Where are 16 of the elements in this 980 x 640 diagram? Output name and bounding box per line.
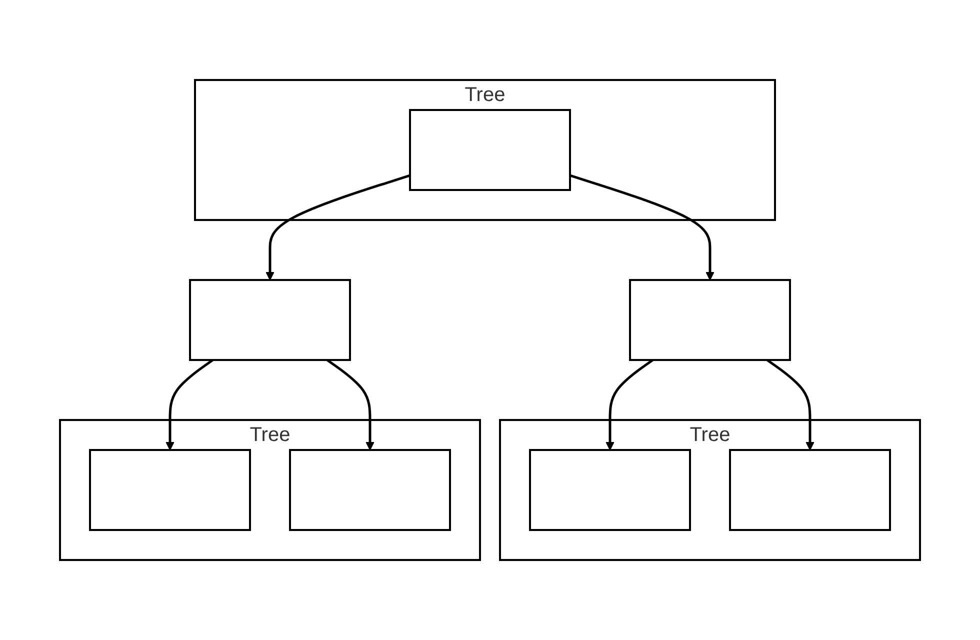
arrow	[606, 358, 654, 450]
cluster: Tree	[59, 419, 481, 561]
node-box	[89, 449, 251, 531]
node-box	[529, 449, 691, 531]
cluster: Tree	[499, 419, 921, 561]
arrow	[326, 358, 374, 450]
arrow	[766, 358, 814, 450]
node-box	[409, 109, 571, 191]
node-box	[289, 449, 451, 531]
arrow	[570, 174, 714, 280]
node-box	[189, 279, 351, 361]
cluster: Tree	[194, 79, 776, 221]
node-box	[629, 279, 791, 361]
node-box	[729, 449, 891, 531]
arrow	[166, 358, 214, 450]
arrow	[266, 174, 410, 280]
